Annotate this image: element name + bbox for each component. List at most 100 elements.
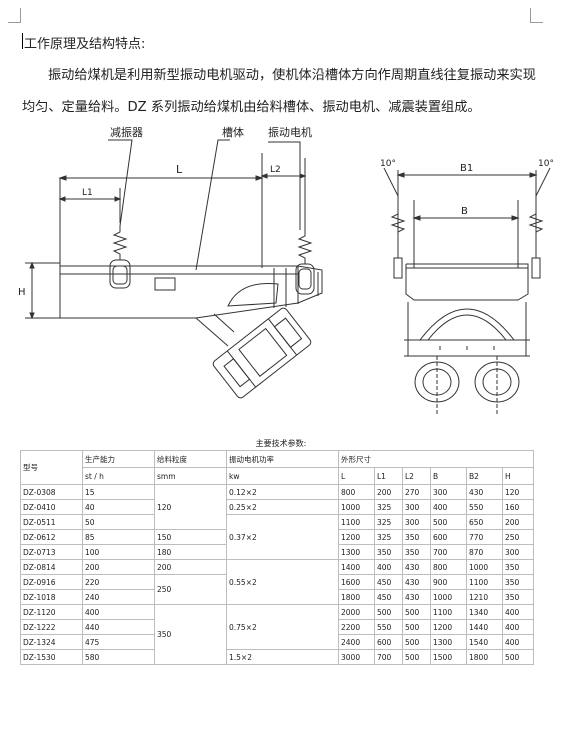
cell-B2: 1210	[466, 589, 503, 605]
table-unit-row: st / h smm kw L L1 L2 B B2 H	[21, 467, 535, 485]
cell-L2: 300	[402, 514, 431, 530]
cell-L2: 350	[402, 544, 431, 560]
cell-L: 2200	[338, 619, 375, 635]
cell-B: 1000	[430, 589, 467, 605]
table-row: DZ-0308 15 120 0.12×2 800 200 270 300 43…	[20, 484, 535, 530]
cell-capacity: 475	[82, 634, 155, 650]
page-corner-mark-right	[530, 8, 543, 23]
cell-L2: 350	[402, 529, 431, 545]
cell-model: DZ-0713	[20, 544, 83, 560]
cell-B2: 870	[466, 544, 503, 560]
cell-L1: 600	[374, 634, 403, 650]
label-motor: 振动电机	[268, 125, 312, 139]
cell-L1: 325	[374, 499, 403, 515]
cell-capacity: 40	[82, 499, 155, 515]
cell-power: 1.5×2	[226, 649, 339, 665]
cell-H: 350	[501, 589, 535, 605]
cell-B: 1200	[430, 619, 467, 635]
label-trough: 槽体	[222, 125, 244, 139]
th-H: H	[501, 467, 535, 485]
cell-H: 350	[501, 574, 535, 590]
cell-L: 1600	[338, 574, 375, 590]
cell-capacity: 15	[82, 484, 155, 500]
cell-L1: 400	[374, 559, 403, 575]
table-row: DZ-0713 100 180 1300 350 350 700 870 300	[20, 544, 535, 560]
cell-L2: 300	[402, 499, 431, 515]
cell-model: DZ-0410	[20, 499, 83, 515]
table-row: DZ-1530 580 1.5×2 3000 700 500 1500 1800…	[20, 649, 535, 665]
section-heading[interactable]: 工作原理及结构特点:	[24, 37, 146, 52]
cell-L1: 325	[374, 529, 403, 545]
cell-capacity: 50	[82, 514, 155, 530]
cell-B2: 1800	[466, 649, 503, 665]
dim-L1: L1	[82, 188, 93, 198]
cell-H: 300	[501, 544, 535, 560]
cell-L2: 430	[402, 574, 431, 590]
cell-capacity: 100	[82, 544, 155, 560]
cell-granularity: 250	[154, 574, 227, 605]
table-row: DZ-1324 475 2400 600 500 1300 1540 400	[20, 634, 535, 650]
cell-H: 500	[501, 649, 535, 665]
cell-H: 400	[501, 604, 535, 620]
th-power-unit: kw	[226, 467, 339, 485]
cell-granularity: 180	[154, 544, 227, 560]
cell-L1: 450	[374, 574, 403, 590]
cell-H: 400	[501, 634, 535, 650]
cell-L: 3000	[338, 649, 375, 665]
cell-L: 1800	[338, 589, 375, 605]
cell-B2: 1540	[466, 634, 503, 650]
cell-capacity: 85	[82, 529, 155, 545]
cell-model: DZ-0511	[20, 514, 83, 530]
angle-right: 10°	[538, 159, 554, 169]
dim-L: L	[176, 163, 183, 176]
paragraph-line-2[interactable]: 均匀、定量给料。DZ 系列振动给煤机由给料槽体、振动电机、减震装置组成。	[22, 100, 481, 115]
cell-model: DZ-1018	[20, 589, 83, 605]
spec-table: 型号 生产能力 给料粒度 振动电机功率 外形尺寸 st / h smm kw L…	[20, 450, 535, 665]
cell-B: 900	[430, 574, 467, 590]
cell-H: 400	[501, 619, 535, 635]
th-L: L	[338, 467, 375, 485]
cell-L2: 500	[402, 604, 431, 620]
cell-B: 600	[430, 529, 467, 545]
cell-L2: 500	[402, 619, 431, 635]
cell-capacity: 580	[82, 649, 155, 665]
paragraph-line-1[interactable]: 振动给煤机是利用新型振动电机驱动，使机体沿槽体方向作周期直线往复振动来实现	[48, 68, 536, 83]
table-header-row: 型号 生产能力 给料粒度 振动电机功率 外形尺寸	[20, 450, 535, 485]
th-model: 型号	[20, 450, 83, 485]
cell-B: 300	[430, 484, 467, 500]
cell-L: 1000	[338, 499, 375, 515]
th-capacity-unit: st / h	[82, 467, 155, 485]
cell-B2: 430	[466, 484, 503, 500]
cell-power: 0.25×2	[226, 499, 339, 515]
cell-granularity: 350	[154, 604, 227, 665]
cell-L: 2400	[338, 634, 375, 650]
th-capacity: 生产能力	[82, 450, 155, 468]
cell-L1: 700	[374, 649, 403, 665]
cell-model: DZ-0612	[20, 529, 83, 545]
cell-capacity: 220	[82, 574, 155, 590]
cell-model: DZ-1324	[20, 634, 83, 650]
th-B2: B2	[466, 467, 503, 485]
cell-B2: 550	[466, 499, 503, 515]
cell-B2: 1000	[466, 559, 503, 575]
cell-capacity: 200	[82, 559, 155, 575]
cell-H: 250	[501, 529, 535, 545]
cell-L: 2000	[338, 604, 375, 620]
cell-L2: 500	[402, 649, 431, 665]
label-damper: 减振器	[110, 125, 143, 139]
table-row: DZ-1222 440 2200 550 500 1200 1440 400	[20, 619, 535, 635]
cell-H: 160	[501, 499, 535, 515]
th-granularity: 给料粒度	[154, 450, 227, 468]
cell-L: 1100	[338, 514, 375, 530]
cell-L: 800	[338, 484, 375, 500]
th-L2: L2	[402, 467, 431, 485]
dim-H: H	[18, 287, 26, 298]
cell-L: 1200	[338, 529, 375, 545]
cell-B: 700	[430, 544, 467, 560]
th-B: B	[430, 467, 467, 485]
cell-L1: 550	[374, 619, 403, 635]
dim-B: B	[461, 206, 468, 217]
cell-H: 200	[501, 514, 535, 530]
cell-L1: 325	[374, 514, 403, 530]
cell-L2: 270	[402, 484, 431, 500]
